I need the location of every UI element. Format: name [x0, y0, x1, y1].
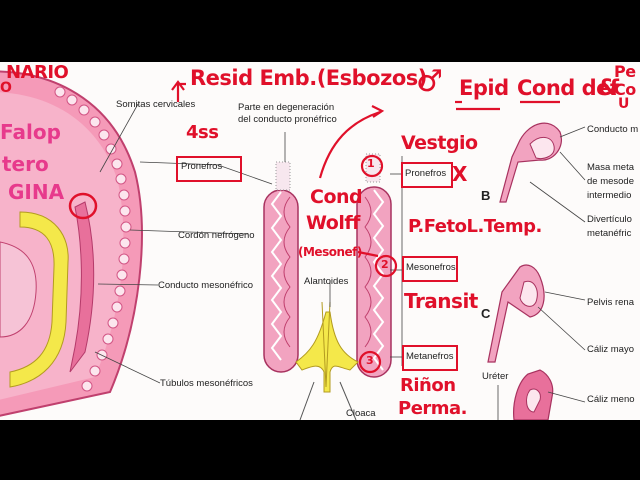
note-falop: Falop [0, 120, 61, 144]
note-pe: Pe [614, 62, 636, 81]
note-rinon: Riñon [400, 375, 456, 396]
label-tubulos-mesonefricos: Túbulos mesonéfricos [160, 378, 253, 389]
label-pelvis-renal: Pelvis rena [587, 297, 634, 308]
note-p-fetol: P.FetoL.Temp. [408, 216, 542, 237]
note-perma: Perma. [398, 398, 468, 419]
note-o: O [0, 80, 12, 96]
note-epid: Epid [459, 76, 509, 100]
note-u: U [618, 96, 629, 112]
slide-frame: Somitas cervicales Parte en degeneración… [0, 62, 640, 420]
label-conducto-mesonefrico: Conducto mesonéfrico [158, 280, 254, 291]
label-parte-degeneracion-1: Parte en degeneración [238, 102, 335, 113]
label-alantoides: Alantoides [304, 276, 349, 287]
note-co: Co [614, 80, 636, 99]
label-masa-1: Masa meta [587, 162, 634, 173]
label-somitas: Somitas cervicales [116, 99, 196, 110]
box-pronefros-right [401, 162, 453, 188]
note-resid-emb: Resid Emb.(Esbozos) [190, 66, 427, 90]
nephric-column-left [263, 161, 299, 373]
annotation-strokes [171, 80, 560, 374]
label-masa-2: de mesode [587, 176, 635, 187]
note-num-3: 3 [366, 354, 374, 367]
label-cloaca: Cloaca [346, 408, 376, 419]
label-ureter: Uréter [482, 371, 509, 382]
box-mesonefros [402, 256, 458, 282]
label-mesonefros: Mesonefros [406, 262, 456, 273]
label-masa-3: intermedio [587, 190, 632, 201]
label-cordon-nefrogeno: Cordón nefrógeno [178, 230, 255, 241]
panel-label-b: B [481, 188, 491, 203]
note-transit: Transit [404, 289, 478, 313]
metanephros-stages [487, 122, 562, 420]
label-diverticulo-2: metanéfric [587, 228, 632, 239]
note-num-1: 1 [367, 157, 375, 170]
note-wolff: Wolff [306, 212, 360, 234]
label-parte-degeneracion-2: del conducto pronéfrico [238, 114, 337, 125]
label-conducto-right: Conducto m [587, 124, 639, 135]
note-cond-def: Cond def [517, 76, 619, 100]
note-tero: tero [2, 152, 49, 176]
label-diverticulo-1: Divertículo [587, 214, 632, 225]
cloaca-drawing [295, 301, 359, 420]
note-cond: Cond [310, 186, 363, 208]
note-gina: GINA [8, 180, 65, 204]
note-mesonef: (Mesonef) [298, 245, 362, 259]
male-symbol-icon: ♂ [416, 64, 443, 99]
leader-lines [94, 103, 586, 420]
diagram-drawing [0, 70, 586, 420]
note-x-mark: X [452, 162, 467, 186]
panel-label-c: C [481, 306, 491, 321]
label-caliz-menor: Cáliz meno [587, 394, 635, 405]
note-4ss: 4ss [186, 122, 219, 143]
embryo-illustration [0, 70, 143, 417]
note-ampersand: & [598, 76, 617, 101]
label-caliz-mayor: Cáliz mayo [587, 344, 634, 355]
box-pronefros-left [176, 156, 242, 182]
box-metanefros [402, 345, 458, 371]
note-num-2: 2 [381, 258, 389, 271]
label-pronefros-right: Pronefros [405, 168, 447, 179]
label-metanefros: Metanefros [406, 351, 454, 362]
note-vestigio: Vestgio [401, 132, 478, 154]
label-pronefros-left: Pronefros [181, 161, 223, 172]
note-nario: NARIO [6, 62, 69, 83]
